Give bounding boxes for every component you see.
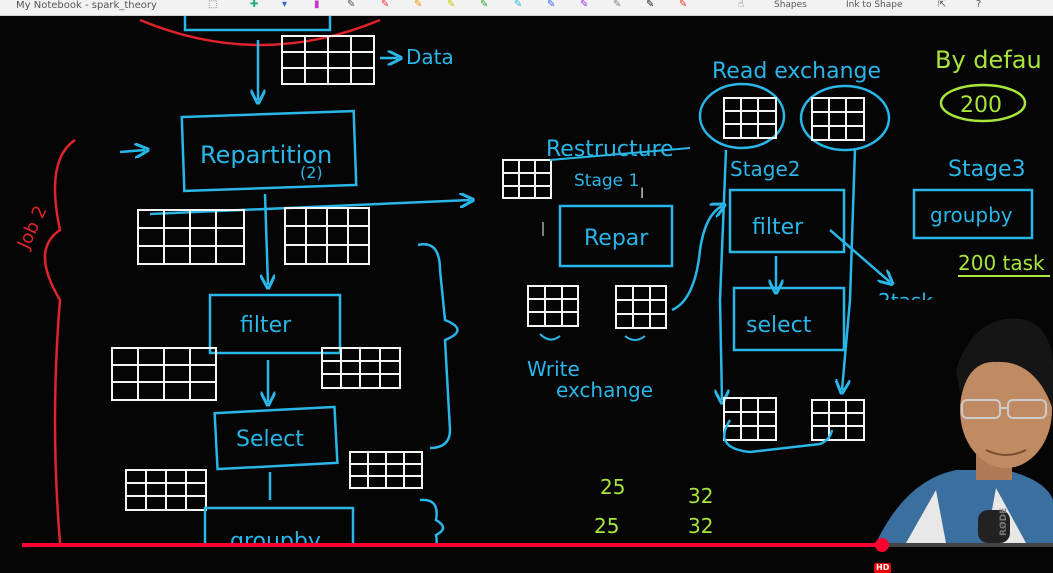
partition-table-2 [284,207,370,265]
help-icon[interactable]: ? [976,0,982,10]
repar-label: Repar [584,226,649,251]
presenter-webcam: RØDE [876,300,1053,543]
number-r1-c2: 32 [688,484,713,508]
window-title: My Notebook - spark_theory [16,0,157,11]
groupby-box [203,506,355,543]
select-label: Select [236,427,304,452]
stage2-output-table-2 [811,399,865,441]
groupby2-box [912,188,1034,240]
pen-green-icon[interactable]: ✎ [480,0,489,10]
select-table-1 [125,469,207,511]
read-circle-2 [799,84,891,152]
pen-dark-icon[interactable]: ✎ [646,0,655,10]
filter-label: filter [240,313,292,338]
shapes-button[interactable]: Shapes [774,0,807,10]
mic-logo: RØDE [998,508,1009,536]
hd-badge: HD [874,563,892,573]
pen-blue-icon[interactable]: ✎ [547,0,556,10]
write-exchange-line1: Write [527,357,580,381]
select2-label: select [746,313,812,338]
data-label: Data [406,45,454,69]
brace-wide [419,498,445,543]
stage2-output-table-1 [723,397,777,441]
job-brace [43,138,76,543]
default-circle [939,83,1027,123]
read-table-1 [723,97,777,139]
video-progress-fill [22,543,882,547]
write-table-1 [527,285,579,327]
select-table-2 [349,451,423,489]
brace-narrow [417,243,459,450]
groupby-label: groupby [230,529,321,543]
pen-gray-icon[interactable]: ✎ [613,0,622,10]
filter-box [208,293,342,355]
repartition-count: (2) [300,163,323,182]
source-table [281,35,375,85]
groupby2-label: groupby [930,203,1013,227]
restructure-table [502,159,552,199]
repar-box [558,204,674,268]
ibeam-cursor-icon: I [640,186,644,202]
pen-red-2-icon[interactable]: ✎ [679,0,688,10]
number-r2-c1: 25 [594,514,619,538]
add-space-icon[interactable]: ✚ [250,0,259,10]
read-exchange-label: Read exchange [712,59,881,84]
ink-to-text-icon[interactable]: ⇱ [938,0,947,10]
read-table-2 [811,97,865,141]
filter2-label: filter [752,215,804,240]
red-loop-top [139,18,381,47]
onenote-toolbar: My Notebook - spark_theory ⬚ ✚ ▾ ▮ ✎ ✎ ✎… [0,0,1053,16]
repartition-label: Repartition [200,141,332,169]
filter-table-2 [321,347,401,389]
repartition-box [180,109,358,193]
filter-table-1 [111,347,217,401]
filter2-box [728,188,846,254]
read-circle-1 [698,82,786,150]
highlighter-icon[interactable]: ▮ [314,0,320,10]
eraser-icon[interactable]: ▾ [282,0,288,10]
select2-box [732,286,846,352]
partition-table-1 [137,209,245,265]
lasso-select-icon[interactable]: ⬚ [208,0,218,10]
number-r2-c2: 32 [688,514,713,538]
stage2-label: Stage2 [730,157,801,181]
video-progress-bar[interactable] [22,538,1053,552]
select-box [213,405,339,471]
top-box-edge [183,16,332,32]
ink-to-shape-button[interactable]: Ink to Shape [846,0,903,10]
touch-draw-icon[interactable]: ☝ [738,0,745,10]
pen-yellow-icon[interactable]: ✎ [447,0,456,10]
by-default-label: By defau [935,46,1042,74]
progress-scrubber[interactable] [875,538,889,552]
write-exchange-line2: exchange [556,378,653,402]
pen-black-icon[interactable]: ✎ [347,0,356,10]
write-table-2 [615,285,667,329]
default-value: 200 [960,93,1002,118]
pen-orange-icon[interactable]: ✎ [414,0,423,10]
tasks-label: 200 task [958,251,1045,275]
number-r1-c1: 25 [600,475,625,499]
stage1-label: Stage 1 [574,171,639,191]
pen-purple-icon[interactable]: ✎ [580,0,589,10]
pen-red-icon[interactable]: ✎ [381,0,390,10]
pen-cyan-icon[interactable]: ✎ [514,0,523,10]
stage3-label: Stage3 [948,157,1026,182]
whiteboard-canvas: Job 2 Data Repartition (2) filter [13,16,1050,543]
